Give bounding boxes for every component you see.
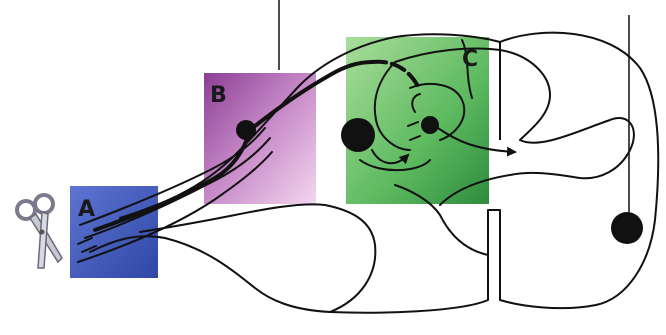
- motor-neuron: [611, 212, 643, 244]
- scissors-icon: [17, 195, 62, 268]
- interneuron-small: [421, 116, 439, 134]
- region-b-label: B: [210, 83, 227, 108]
- interneuron-large: [341, 118, 375, 152]
- region-c-label: C: [462, 47, 478, 72]
- drg-neuron: [236, 120, 256, 140]
- region-a-label: A: [78, 197, 95, 222]
